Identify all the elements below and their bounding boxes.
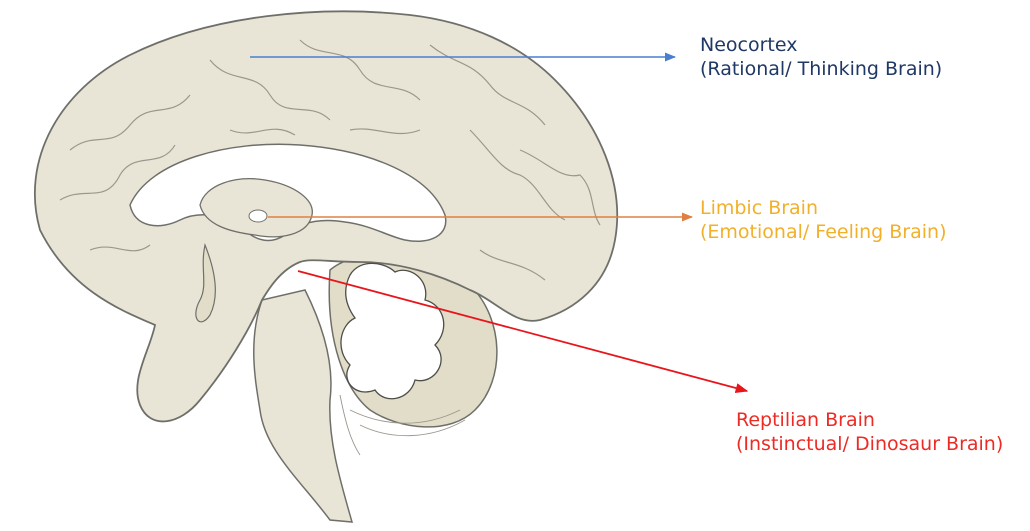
reptilian-subtitle: (Instinctual/ Dinosaur Brain) [736, 432, 1003, 456]
limbic-subtitle: (Emotional/ Feeling Brain) [700, 220, 947, 244]
brain-illustration [35, 11, 617, 522]
limbic-structure [249, 210, 267, 222]
limbic-title: Limbic Brain [700, 196, 947, 220]
neocortex-label: Neocortex (Rational/ Thinking Brain) [700, 33, 942, 81]
neocortex-subtitle: (Rational/ Thinking Brain) [700, 57, 942, 81]
reptilian-label: Reptilian Brain (Instinctual/ Dinosaur B… [736, 408, 1003, 456]
limbic-label: Limbic Brain (Emotional/ Feeling Brain) [700, 196, 947, 244]
neocortex-title: Neocortex [700, 33, 942, 57]
reptilian-title: Reptilian Brain [736, 408, 1003, 432]
